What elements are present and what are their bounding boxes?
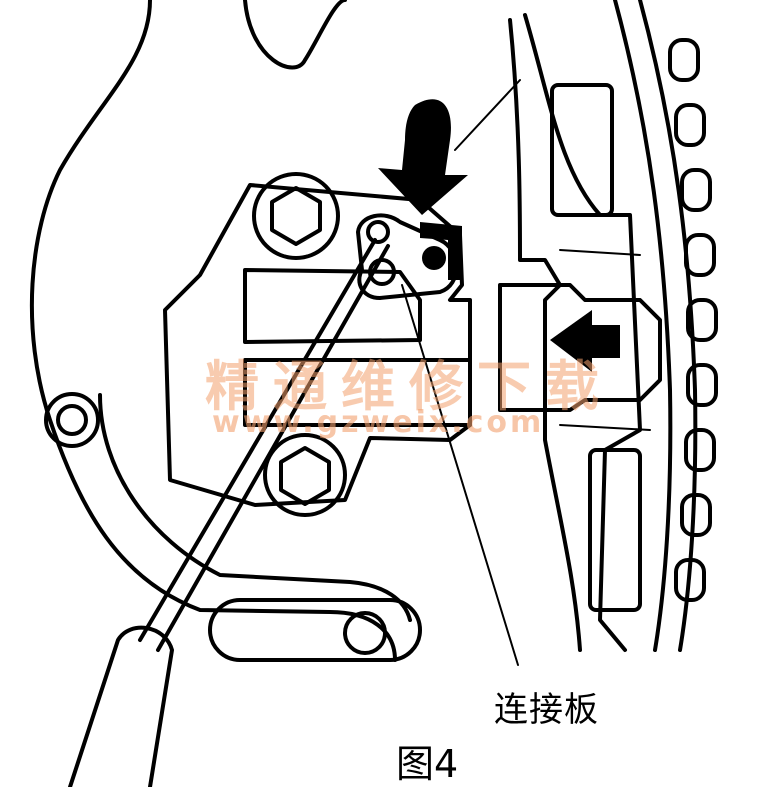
link-plate-label: 连接板	[494, 690, 599, 730]
arrow-leader-line	[454, 79, 521, 151]
screwdriver-handle	[68, 625, 174, 787]
link-plate-top-hole	[366, 220, 390, 244]
tensioner-inner-slot	[243, 268, 422, 344]
cover-hole-bottom	[343, 611, 387, 655]
chain-guide-shoe	[498, 283, 662, 412]
upper-bolt-washer	[252, 172, 340, 260]
watermark-url: www.gzweix.com	[212, 405, 545, 440]
cover-boss-bottom	[208, 598, 422, 662]
watermark-title: 精通维修下载	[205, 354, 613, 418]
figure-caption: 图4	[396, 742, 459, 786]
link-plate-pin	[422, 246, 446, 270]
link-plate-stopper	[420, 222, 462, 280]
left-arrow-icon	[550, 310, 620, 372]
screwdriver-shaft-b	[156, 244, 390, 652]
chain-guide-stripe	[559, 249, 651, 431]
upper-bolt-head	[270, 186, 322, 246]
chain-guide-window-bottom	[588, 448, 642, 612]
timing-chain	[613, 0, 718, 652]
label-leader-line	[401, 284, 519, 666]
curved-down-arrow-icon	[378, 99, 468, 215]
cover-hole-left-rim	[44, 392, 100, 448]
cover-hole-left	[56, 404, 88, 436]
tensioner-plunger-body	[243, 358, 472, 427]
chain-guide-window-top	[550, 83, 614, 217]
engine-cover-top-edge	[243, 0, 347, 70]
lower-bolt-washer	[263, 433, 347, 517]
chain-guide-outer	[523, 13, 642, 652]
engine-cover-inner-edge	[98, 393, 412, 622]
lower-bolt-head	[279, 446, 331, 506]
chain-guide-inner	[508, 18, 582, 652]
screwdriver-shaft-a	[138, 238, 377, 642]
